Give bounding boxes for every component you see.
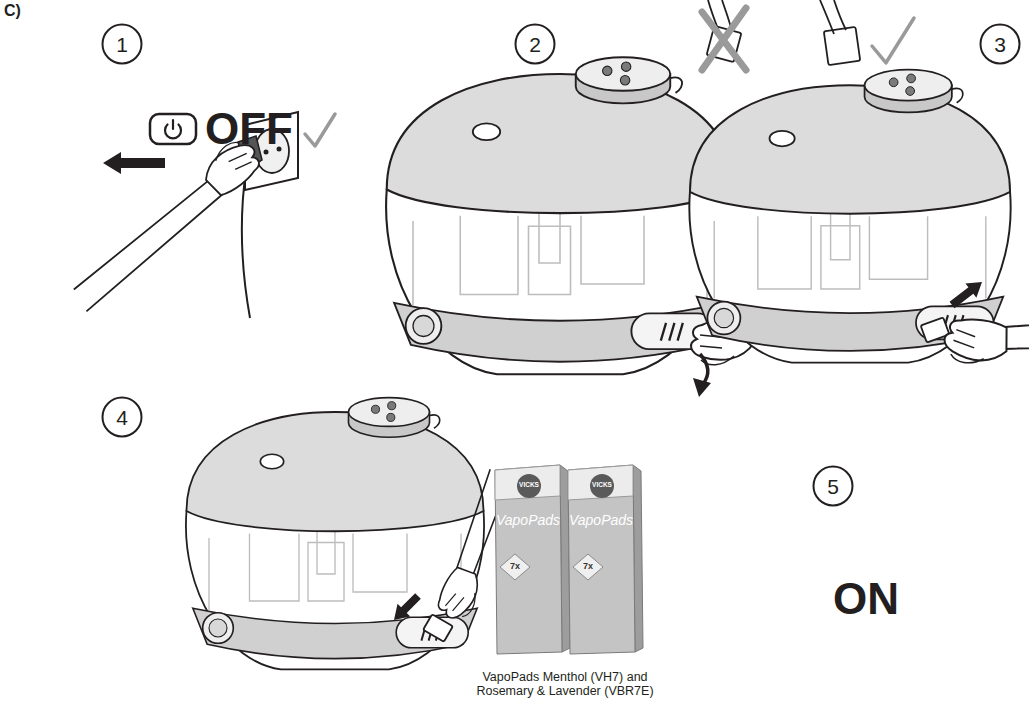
count-badge bbox=[500, 554, 530, 580]
insert-arrow bbox=[950, 282, 982, 308]
power-button-icon bbox=[150, 114, 196, 144]
control-knob bbox=[406, 308, 442, 344]
control-knob-inner bbox=[209, 619, 227, 637]
check-mark bbox=[872, 18, 914, 63]
wrong-way-cross bbox=[702, 8, 746, 70]
vapopad-package bbox=[495, 465, 570, 654]
humidifier bbox=[386, 57, 734, 374]
step-number: 1 bbox=[101, 23, 143, 65]
arm bbox=[60, 178, 239, 311]
count-badge bbox=[573, 554, 603, 580]
mist-nozzle bbox=[349, 398, 430, 427]
hand-outline bbox=[941, 311, 1013, 367]
finger-lines bbox=[820, 0, 846, 34]
tank-interior bbox=[714, 209, 986, 298]
step-number-circle: 3 bbox=[979, 23, 1021, 65]
pad-count: 7x bbox=[503, 561, 527, 571]
tank-interior bbox=[209, 527, 461, 610]
mist-hole bbox=[907, 74, 916, 83]
power-button-frame bbox=[150, 114, 196, 144]
pull-down-head bbox=[693, 378, 711, 397]
tank-interior bbox=[413, 208, 707, 305]
lid-slot bbox=[473, 123, 500, 140]
package-front bbox=[568, 465, 635, 654]
step-number-circle: 4 bbox=[101, 396, 143, 438]
mist-hole bbox=[387, 413, 395, 421]
humidifier-tank bbox=[386, 190, 734, 375]
mist-hole bbox=[603, 66, 612, 75]
mist-hole bbox=[620, 76, 629, 85]
control-knob-inner bbox=[714, 308, 733, 327]
control-knob bbox=[203, 613, 234, 644]
power-cord bbox=[242, 170, 250, 318]
step-number-circle: 2 bbox=[514, 23, 556, 65]
base-band bbox=[394, 303, 726, 362]
finger-lines bbox=[445, 584, 480, 620]
lid bbox=[387, 74, 734, 213]
step-number: 3 bbox=[979, 23, 1021, 65]
lid bbox=[690, 85, 1010, 214]
power-state: OFF bbox=[205, 104, 293, 155]
step-number-circle: 5 bbox=[812, 465, 854, 507]
pad-count: 7x bbox=[576, 561, 600, 571]
scent-pad bbox=[423, 614, 453, 642]
brand-name: VICKS bbox=[514, 481, 544, 488]
lid-slot bbox=[769, 131, 794, 147]
pull-down-curve bbox=[700, 354, 708, 384]
humidifier bbox=[689, 70, 1010, 363]
mist-hole bbox=[388, 402, 396, 410]
mist-hole bbox=[906, 87, 915, 96]
lid-slot bbox=[260, 454, 283, 468]
step-number: 4 bbox=[101, 396, 143, 438]
package-front bbox=[495, 465, 562, 654]
lid-strap bbox=[430, 415, 440, 428]
package-top bbox=[495, 465, 560, 500]
mist-nozzle bbox=[576, 57, 671, 91]
step-number: 5 bbox=[812, 465, 854, 507]
vapopad-package bbox=[568, 465, 643, 654]
pull-arrow bbox=[103, 152, 165, 174]
figure-letter: C) bbox=[4, 2, 21, 20]
lid-strap bbox=[670, 77, 682, 93]
lid-strap bbox=[952, 88, 963, 102]
vent-lines bbox=[661, 323, 683, 341]
control-knob-inner bbox=[413, 316, 434, 337]
check-mark bbox=[305, 114, 335, 146]
base-band bbox=[193, 608, 477, 658]
product-name: VapoPads bbox=[493, 512, 563, 528]
finger-lines bbox=[949, 330, 990, 368]
power-state: ON bbox=[833, 574, 899, 625]
humidifier-tank bbox=[186, 511, 484, 669]
step-number-circle: 1 bbox=[101, 23, 143, 65]
brand-name: VICKS bbox=[587, 481, 617, 488]
scent-pad bbox=[824, 27, 860, 65]
product-caption: VapoPads Menthol (VH7) and Rosemary & La… bbox=[470, 670, 660, 699]
push-in-arrow bbox=[394, 593, 421, 620]
package-top bbox=[568, 465, 633, 500]
control-knob bbox=[707, 302, 740, 335]
lid bbox=[187, 412, 484, 531]
hand bbox=[940, 277, 1029, 398]
mist-hole bbox=[371, 405, 379, 413]
product-name: VapoPads bbox=[566, 512, 636, 528]
humidifier bbox=[186, 398, 484, 670]
hand-outline bbox=[430, 563, 486, 623]
step-number: 2 bbox=[514, 23, 556, 65]
mist-hole bbox=[889, 78, 898, 87]
power-symbol bbox=[165, 120, 181, 138]
mist-nozzle bbox=[865, 70, 952, 101]
hand bbox=[50, 135, 282, 312]
mist-hole bbox=[621, 62, 630, 71]
